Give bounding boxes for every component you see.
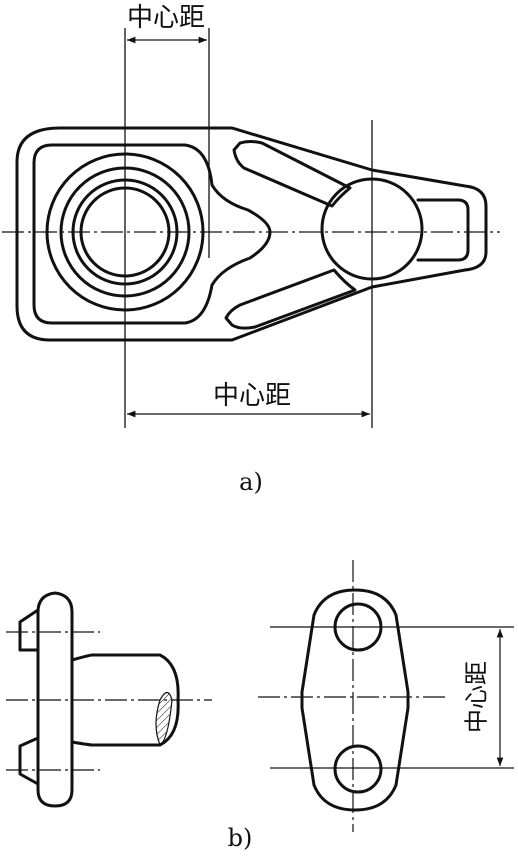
part-a-lower-rib — [224, 268, 357, 330]
part-b-lower-boss — [18, 736, 40, 786]
part-b-lower-hole — [333, 744, 383, 794]
bottom-dimension-label: 中心距 — [213, 381, 291, 411]
part-b-side-flange — [36, 591, 74, 808]
figure-a: 中心距 中心距 a) — [2, 3, 500, 496]
part-b-upper-boss — [18, 608, 40, 652]
part-a-inner-contour — [32, 143, 272, 325]
figure-b-label: b) — [228, 824, 253, 852]
figure-b: 中心距 b) — [6, 560, 514, 852]
figure-a-label: a) — [239, 468, 263, 496]
side-dimension-label: 中心距 — [463, 661, 491, 733]
part-a-end-lug — [416, 198, 470, 262]
part-a-outer-outline — [15, 126, 488, 342]
top-dimension-label: 中心距 — [127, 3, 205, 33]
part-b-front-plate — [300, 588, 410, 812]
part-b-shaft-section — [155, 691, 173, 746]
part-a-upper-rib — [232, 140, 352, 208]
